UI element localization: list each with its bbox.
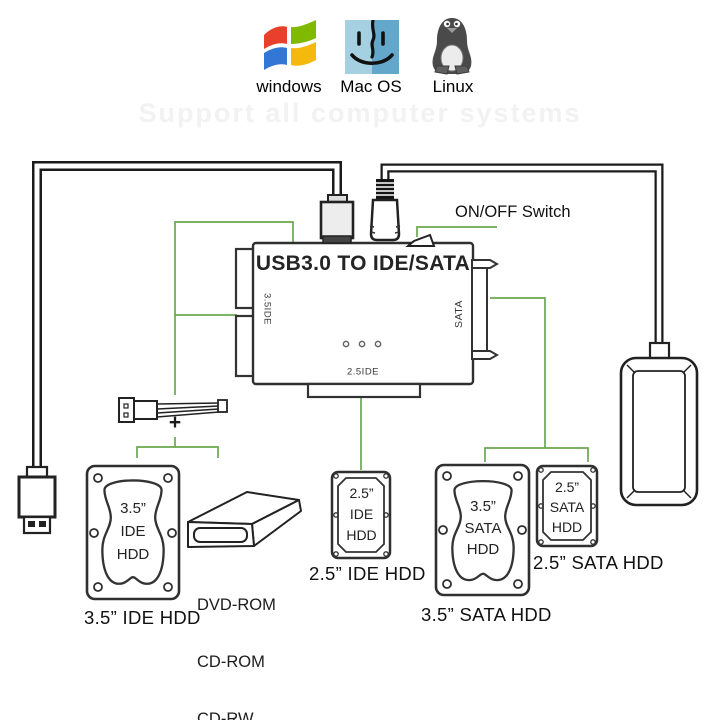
optical-drive-caption: DVD-ROM CD-ROM CD-RW DVD-RW DVD-RAM — [197, 596, 276, 720]
led-indicators — [342, 340, 382, 348]
power-plug — [369, 179, 401, 242]
watermark-text: Support all computer systems — [138, 98, 582, 128]
linux-label: Linux — [432, 77, 474, 96]
hdd-35-sata-illustration — [434, 463, 531, 597]
port-label-sata: SATA — [453, 300, 465, 328]
usb-cable — [32, 161, 342, 470]
sata-connector-right — [471, 259, 500, 360]
power-adapter — [619, 341, 699, 507]
power-cable — [380, 163, 664, 348]
hdd-35-ide-illustration — [85, 464, 181, 601]
linux-icon — [432, 18, 472, 75]
usb-port — [319, 194, 355, 244]
hdd-25-ide-illustration — [330, 470, 392, 560]
windows-icon — [264, 20, 316, 70]
molex-connector — [118, 397, 228, 423]
dvd-drive-illustration — [187, 491, 302, 548]
windows-label: windows — [256, 77, 322, 96]
connection-lines — [136, 221, 589, 470]
hdd-35-sata-caption: 3.5” SATA HDD — [421, 604, 552, 625]
ide25-connector-bottom — [306, 382, 422, 399]
hdd-25-ide-caption: 2.5” IDE HDD — [309, 563, 426, 584]
port-label-25ide: 2.5IDE — [346, 366, 380, 378]
usb-a-connector — [17, 465, 57, 535]
adapter-title: USB3.0 TO IDE/SATA — [255, 252, 471, 275]
on-off-switch — [405, 233, 436, 247]
on-off-switch-label: ON/OFF Switch — [455, 203, 571, 221]
hdd-25-sata-illustration — [535, 464, 599, 548]
ide-connector-left — [234, 247, 256, 378]
hdd-25-sata-caption: 2.5” SATA HDD — [533, 552, 664, 573]
hdd-35-ide-caption: 3.5” IDE HDD — [84, 607, 201, 628]
macos-label: Mac OS — [340, 77, 402, 96]
macos-icon — [345, 20, 399, 74]
power-plus-sign: + — [168, 411, 182, 434]
port-label-35ide: 3.5IDE — [261, 292, 273, 326]
